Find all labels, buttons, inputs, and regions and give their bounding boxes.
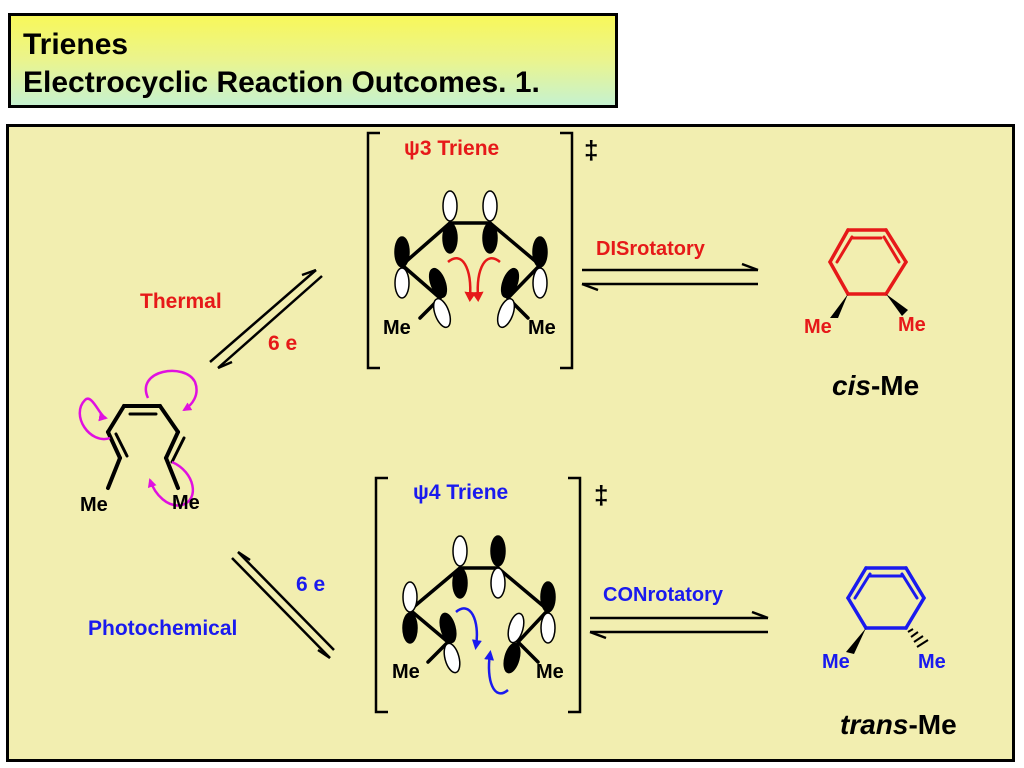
trans-me-left: Me	[822, 651, 850, 673]
cis-suffix: -Me	[870, 370, 920, 401]
triene-me-left: Me	[80, 494, 108, 516]
psi4-dagger: ‡	[594, 480, 609, 510]
cis-me-left: Me	[804, 316, 832, 338]
electron-flow-arrows	[78, 369, 198, 507]
slide-title: Trienes	[23, 28, 129, 61]
cis-me-right: Me	[898, 314, 926, 336]
thermal-equilibrium-arrow	[209, 268, 323, 370]
psi3-orbitals	[394, 190, 548, 329]
trans-italic: trans	[840, 709, 909, 740]
starting-triene	[106, 404, 186, 490]
psi4-triene-label: ψ4 Triene	[413, 481, 509, 504]
psi3-me-right: Me	[528, 317, 556, 339]
cis-italic: cis	[832, 370, 871, 401]
triene-me-right: Me	[172, 492, 200, 514]
thermal-six-e-label: 6 e	[268, 332, 298, 355]
trans-product	[846, 566, 926, 630]
title-box: Trienes Electrocyclic Reaction Outcomes.…	[8, 13, 618, 108]
slide-subtitle: Electrocyclic Reaction Outcomes. 1.	[23, 66, 540, 99]
trans-suffix: -Me	[908, 709, 957, 740]
psi4-bracket	[374, 476, 582, 714]
psi3-bracket	[366, 131, 574, 370]
photochemical-equilibrium-arrow	[231, 550, 335, 660]
trans-me-caption: trans-Me	[840, 711, 957, 739]
disrotatory-rotation-arrows	[447, 257, 501, 302]
photochemical-label: Photochemical	[88, 617, 238, 640]
psi4-orbitals	[402, 535, 556, 674]
cis-product	[828, 228, 908, 296]
psi4-skeleton	[408, 566, 550, 664]
psi3-skeleton	[400, 221, 542, 320]
conrotatory-label: CONrotatory	[603, 584, 724, 606]
photochemical-six-e-label: 6 e	[296, 573, 326, 596]
psi4-me-right: Me	[536, 661, 564, 683]
disrotatory-equilibrium-arrow	[581, 262, 759, 292]
disrotatory-label: DISrotatory	[596, 238, 705, 260]
trans-product-substituents	[846, 628, 929, 654]
thermal-label: Thermal	[140, 290, 222, 313]
cis-me-caption: cis-Me	[832, 372, 919, 400]
psi3-triene-label: ψ3 Triene	[404, 137, 500, 160]
psi3-me-left: Me	[383, 317, 411, 339]
trans-me-right: Me	[918, 651, 946, 673]
cis-product-substituents	[830, 294, 908, 318]
conrotatory-rotation-arrows	[455, 607, 509, 695]
psi4-me-left: Me	[392, 661, 420, 683]
conrotatory-equilibrium-arrow	[589, 610, 769, 640]
psi3-dagger: ‡	[584, 135, 599, 165]
